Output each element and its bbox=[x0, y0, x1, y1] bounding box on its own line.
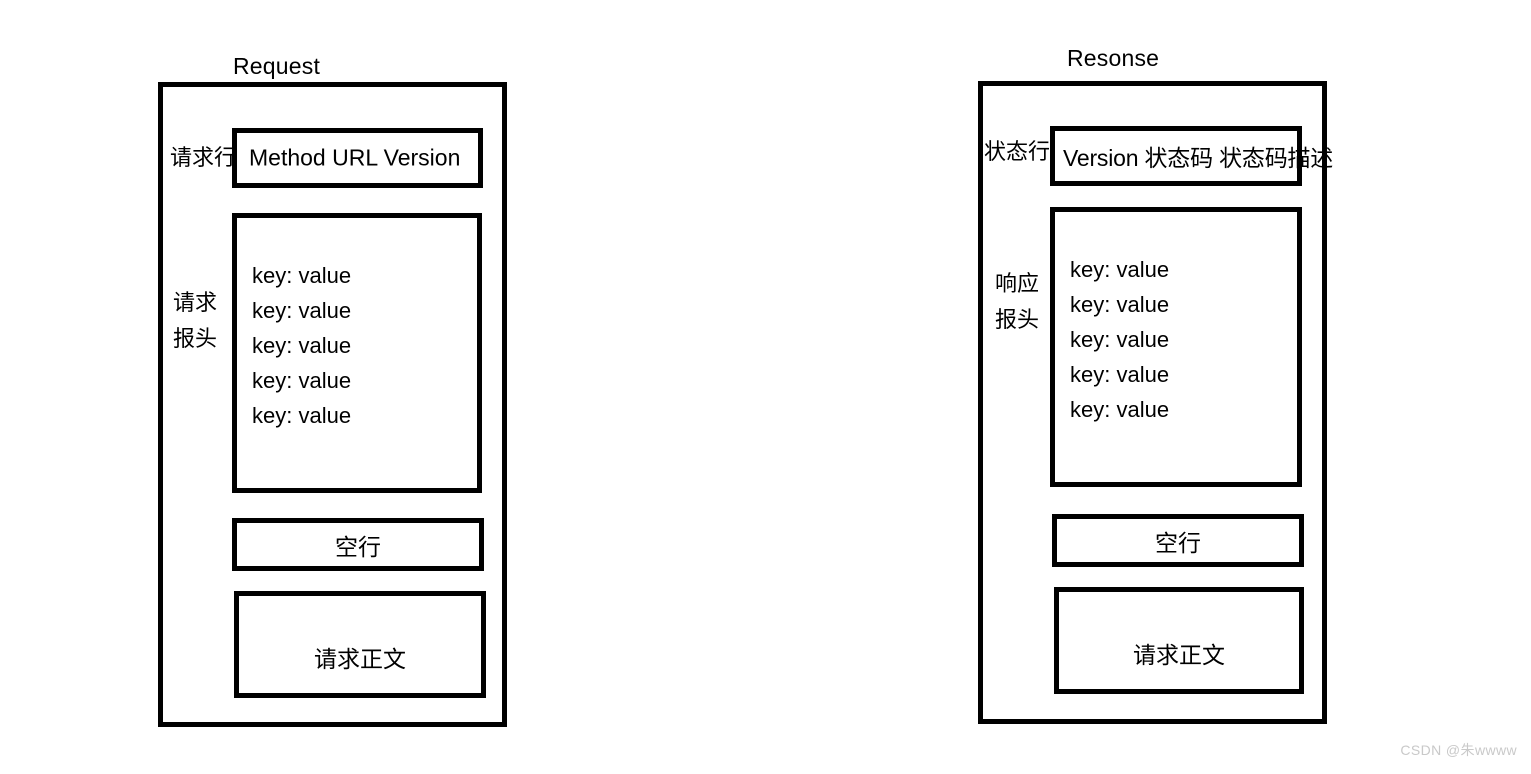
list-item: key: value bbox=[252, 333, 352, 358]
request-headers-box: key: value key: value key: value key: va… bbox=[232, 213, 482, 493]
response-blank-line-text: 空行 bbox=[1155, 529, 1201, 556]
status-line-box: Version 状态码 状态码描述 bbox=[1050, 126, 1333, 186]
response-blank-line-box: 空行 bbox=[1052, 514, 1304, 567]
request-blank-line-text: 空行 bbox=[335, 533, 381, 560]
list-item: key: value bbox=[1070, 362, 1170, 387]
list-item: key: value bbox=[1070, 257, 1170, 282]
request-panel-title: Request bbox=[233, 53, 321, 79]
response-header-list: key: value key: value key: value key: va… bbox=[1070, 252, 1169, 427]
list-item: key: value bbox=[1070, 397, 1170, 422]
request-headers-label-line-1: 请求 bbox=[173, 290, 218, 315]
list-item: key: value bbox=[252, 403, 352, 428]
status-line-label: 状态行 bbox=[984, 139, 1051, 164]
request-body-box: 请求正文 bbox=[234, 591, 486, 698]
response-panel-title: Resonse bbox=[1067, 45, 1160, 71]
request-line-box: Method URL Version bbox=[232, 128, 483, 188]
response-headers-label: 响应 报头 bbox=[995, 266, 1039, 338]
list-item: key: value bbox=[1070, 327, 1170, 352]
request-blank-line-box: 空行 bbox=[232, 518, 484, 571]
list-item: key: value bbox=[252, 298, 352, 323]
status-line-text: Version 状态码 状态码描述 bbox=[1063, 145, 1334, 171]
request-line-text: Method URL Version bbox=[249, 144, 461, 171]
list-item: key: value bbox=[252, 263, 352, 288]
request-headers-label: 请求 报头 bbox=[173, 285, 217, 357]
response-headers-label-line-1: 响应 bbox=[995, 271, 1040, 296]
list-item: key: value bbox=[1070, 292, 1170, 317]
request-body-text: 请求正文 bbox=[314, 646, 406, 672]
request-header-list: key: value key: value key: value key: va… bbox=[252, 258, 351, 433]
response-headers-label-line-2: 报头 bbox=[995, 307, 1040, 332]
request-headers-label-line-2: 报头 bbox=[173, 326, 218, 351]
request-line-label: 请求行 bbox=[170, 145, 237, 170]
response-headers-box: key: value key: value key: value key: va… bbox=[1050, 207, 1302, 487]
response-body-box: 请求正文 bbox=[1054, 587, 1304, 694]
response-body-text: 请求正文 bbox=[1133, 642, 1225, 668]
list-item: key: value bbox=[252, 368, 352, 393]
csdn-watermark: CSDN @朱wwww bbox=[1400, 742, 1517, 758]
